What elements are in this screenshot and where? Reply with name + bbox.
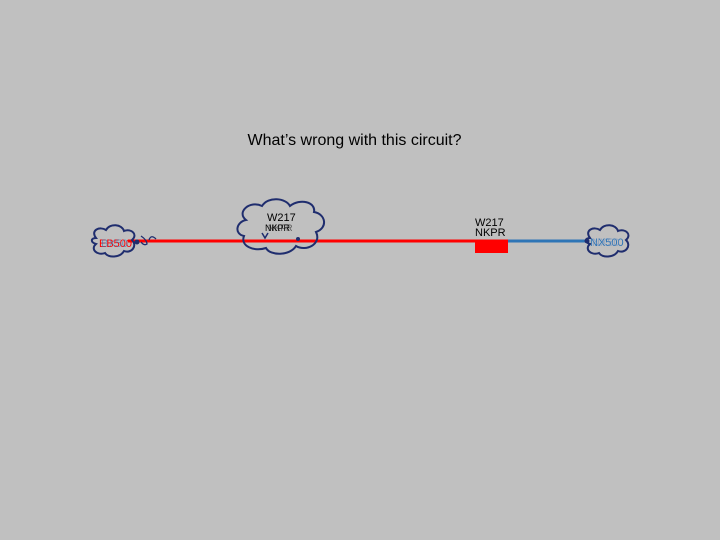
right-terminal-label: NX500	[590, 237, 624, 249]
left-cloud-icon	[90, 224, 136, 258]
relay-coil	[475, 241, 508, 253]
middle-cloud-icon	[236, 198, 325, 255]
left-terminal-label: EB500	[99, 238, 132, 250]
middle-connector-sublabel-2: NKFR	[268, 223, 293, 233]
middle-connector-label: W217	[267, 212, 296, 224]
right-cloud-icon	[584, 224, 630, 258]
relay-sublabel: NKPR	[475, 227, 506, 239]
slide-title: What’s wrong with this circuit?	[247, 132, 462, 149]
relay-label: W217	[475, 217, 504, 229]
switch-arc2-icon	[148, 236, 157, 241]
contact-dot-icon	[296, 237, 300, 241]
contact-arrow-icon	[261, 232, 269, 240]
right-terminal-dot-icon	[584, 238, 590, 244]
right-terminal-label-overlap: NX50	[592, 237, 620, 249]
left-terminal-label-overlap: BX50	[101, 238, 128, 250]
middle-connector-sublabel-1: NKPR	[265, 223, 291, 233]
switch-arc-icon	[140, 235, 148, 246]
switch-contact-icon	[134, 239, 140, 245]
